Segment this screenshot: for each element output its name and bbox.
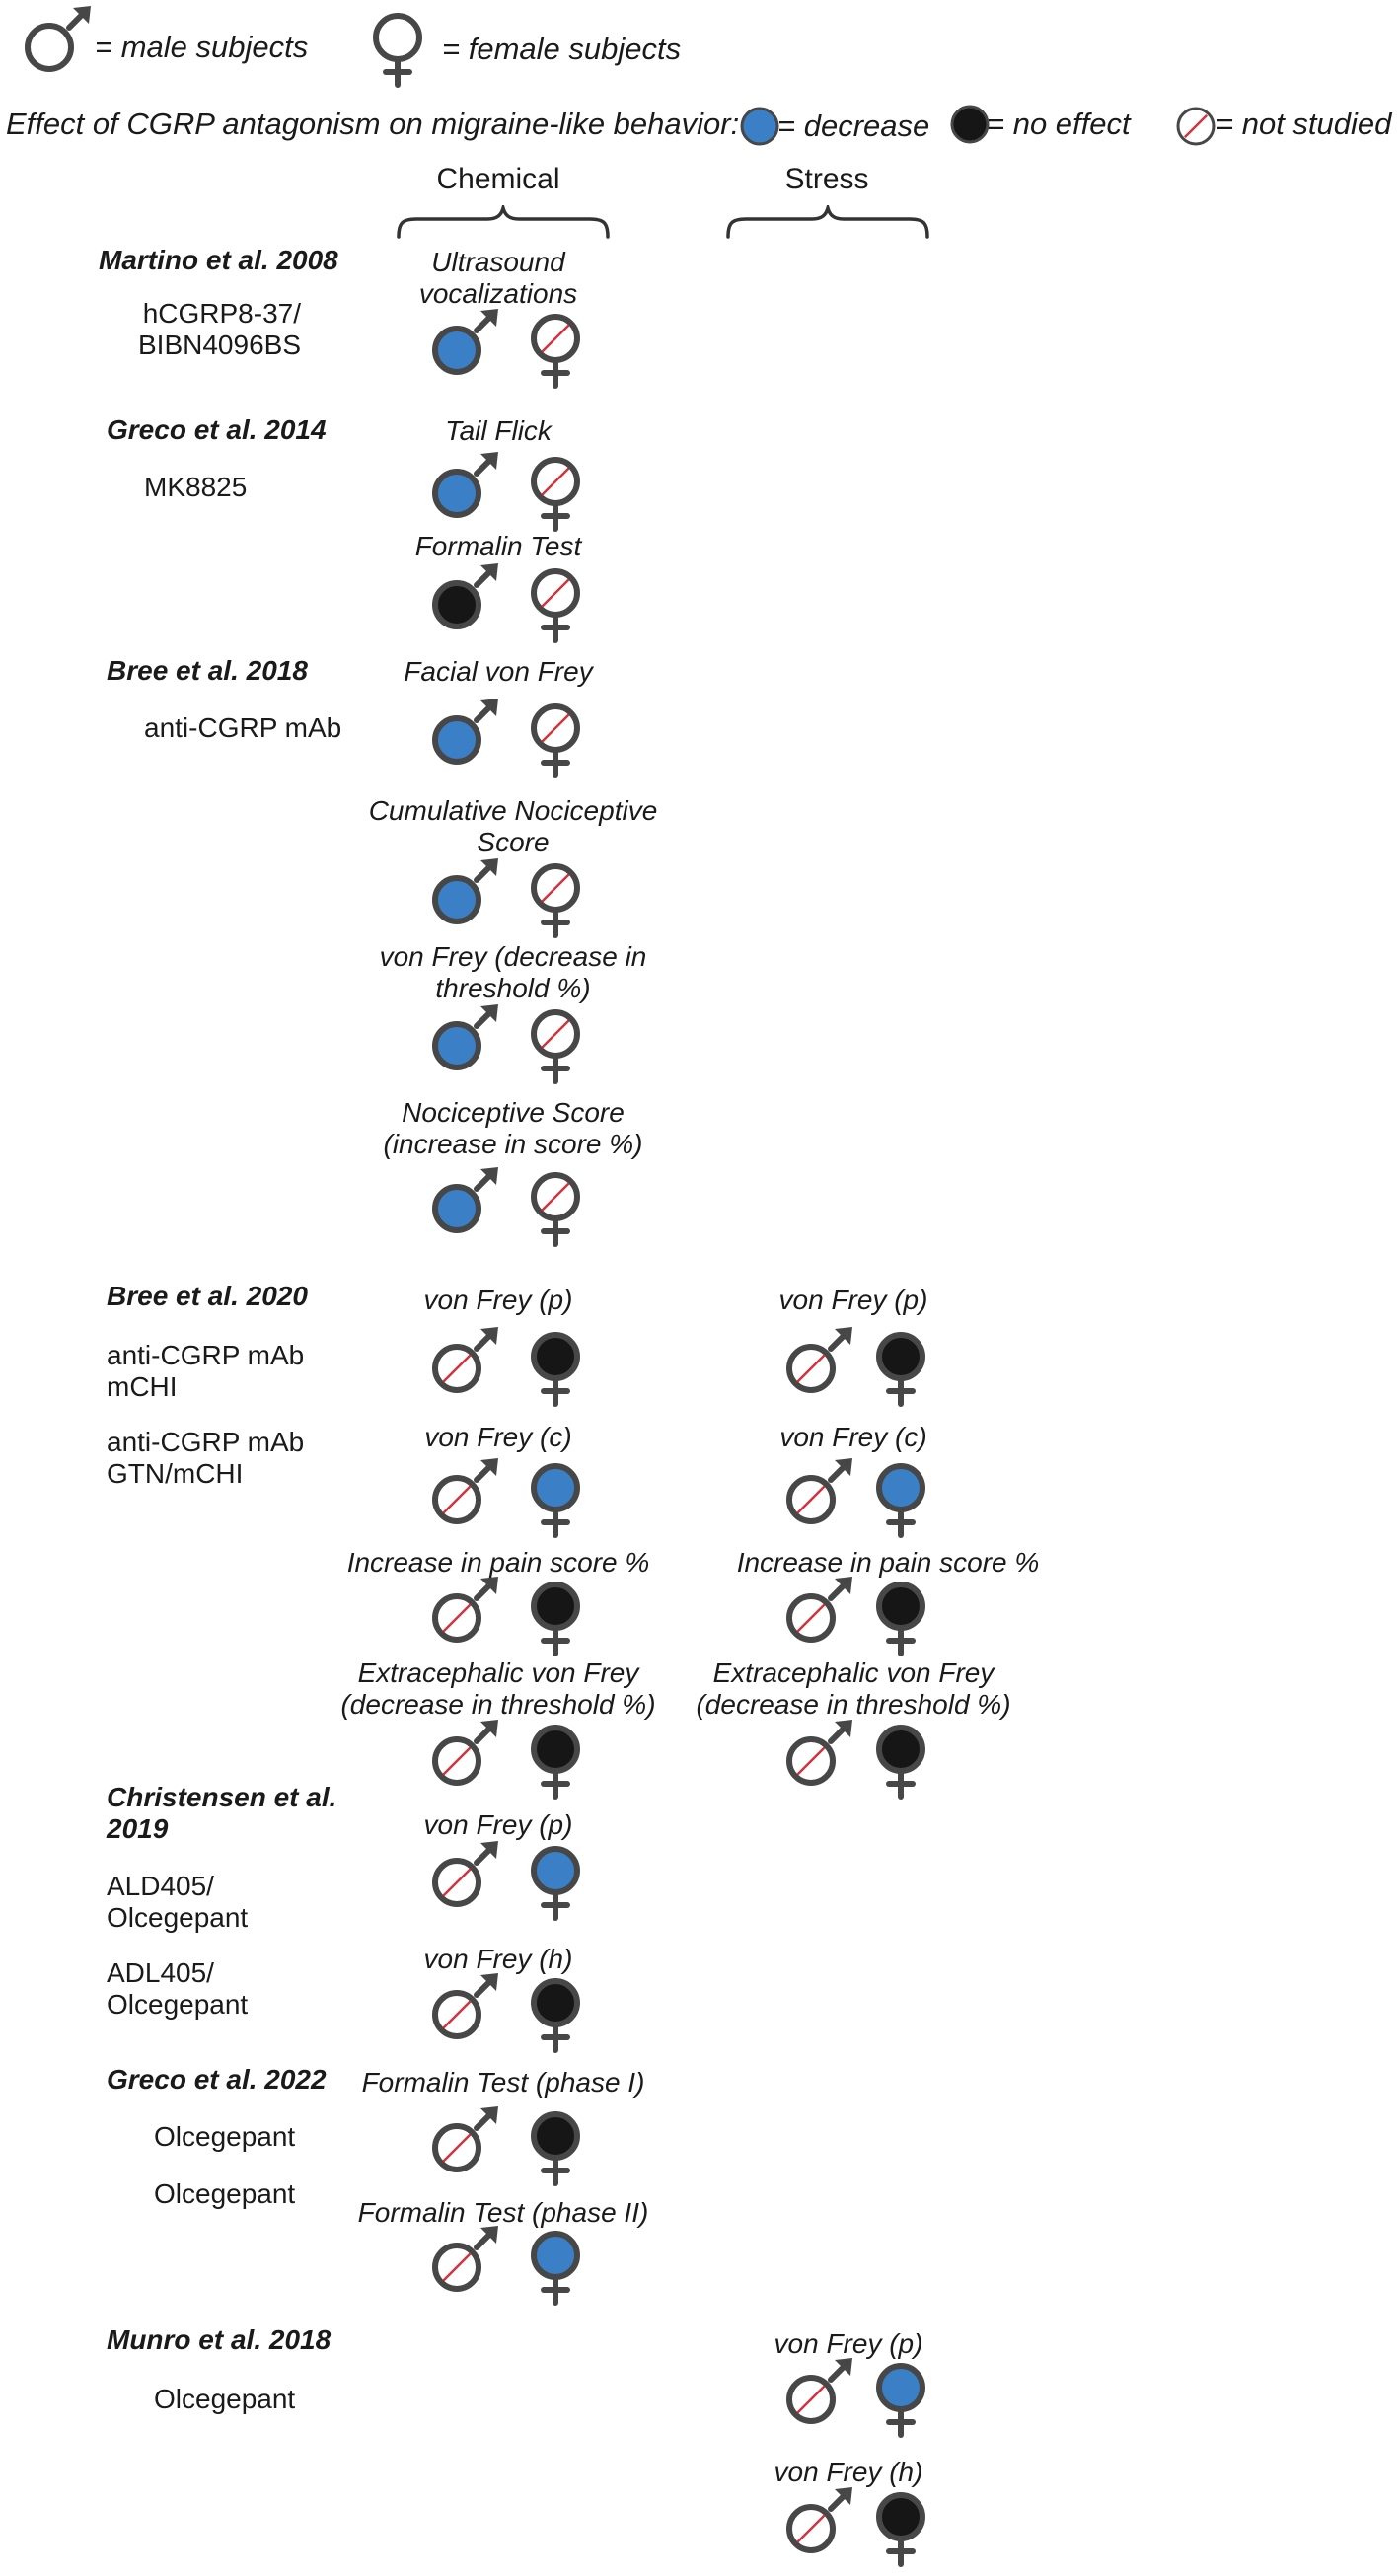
female-symbol [531, 314, 580, 389]
female-symbol [876, 1582, 925, 1656]
decrease-legend-label: = decrease [777, 109, 930, 143]
female-symbol [531, 1725, 580, 1800]
male-symbol [432, 1167, 498, 1233]
female-symbol [876, 1332, 925, 1407]
test-label: von Frey (p) [423, 1285, 573, 1315]
test-label: Extracephalic von Frey (decrease in thre… [340, 1657, 656, 1720]
study-title: Greco et al. 2014 [107, 414, 327, 445]
female-symbol [531, 457, 580, 532]
study-title: Bree et al. 2020 [107, 1281, 308, 1311]
drug-label: hCGRP8-37/ BIBN4096BS [138, 298, 301, 360]
test-label: Extracephalic von Frey (decrease in thre… [696, 1657, 1011, 1720]
male-symbol [432, 699, 498, 765]
test-label: von Frey (p) [778, 1285, 928, 1315]
test-label: von Frey (p) [423, 1809, 573, 1840]
test-label: von Frey (h) [774, 2457, 923, 2487]
female-symbol [531, 1009, 580, 1084]
male-symbol [432, 1577, 498, 1643]
test-label: Facial von Frey [404, 656, 593, 687]
female-symbol [531, 2231, 580, 2306]
test-label: von Frey (p) [774, 2328, 923, 2359]
female-symbol [531, 2111, 580, 2186]
study-title: Bree et al. 2018 [107, 655, 308, 686]
no-effect-dot-icon [950, 105, 990, 144]
drug-label: anti-CGRP mAb mCHI [107, 1340, 305, 1402]
test-label: Tail Flick [445, 415, 552, 446]
no-effect-legend-label: = no effect [987, 107, 1131, 141]
female-symbol [531, 1846, 580, 1921]
test-label: Formalin Test [414, 531, 582, 561]
female-symbol [531, 1172, 580, 1247]
male-symbol [432, 1004, 498, 1070]
test-label: Cumulative Nociceptive Score [368, 795, 658, 857]
female-symbol [531, 568, 580, 643]
female-symbol [531, 1332, 580, 1407]
female-symbol [531, 863, 580, 938]
male-symbol [786, 2487, 852, 2553]
male-symbol [432, 563, 498, 629]
male-symbol [432, 2226, 498, 2292]
study-title: Greco et al. 2022 [107, 2064, 327, 2095]
test-label: Increase in pain score % [346, 1547, 650, 1578]
drug-label: anti-CGRP mAb GTN/mCHI [107, 1427, 305, 1489]
female-legend-label: = female subjects [442, 32, 682, 66]
male-symbol [432, 1720, 498, 1786]
male-symbol [786, 1327, 852, 1393]
test-label: Ultrasound vocalizations [418, 247, 578, 309]
female-symbol [531, 1978, 580, 2053]
not-studied-legend-label: = not studied [1216, 107, 1392, 141]
drug-label: Olcegepant [154, 2121, 296, 2152]
test-label: Increase in pain score % [736, 1547, 1040, 1578]
drug-label: anti-CGRP mAb [144, 712, 342, 743]
male-legend-label: = male subjects [95, 30, 309, 64]
male-symbol [432, 858, 498, 924]
test-label: von Frey (h) [423, 1944, 573, 1974]
male-symbol [432, 1327, 498, 1393]
drug-label: Olcegepant [154, 2384, 296, 2414]
drug-label: ADL405/ Olcegepant [107, 1957, 249, 2020]
test-label: Nociceptive Score (increase in score %) [383, 1097, 643, 1159]
chemical-brace [397, 205, 610, 239]
test-label: von Frey (c) [424, 1422, 572, 1452]
female-symbol [876, 1725, 925, 1800]
female-symbol [876, 2492, 925, 2567]
female-icon [373, 13, 422, 88]
test-label: Formalin Test (phase I) [361, 2067, 645, 2098]
female-symbol [531, 703, 580, 778]
chemical-column-header: Chemical [436, 163, 560, 195]
not-studied-dot-icon [1176, 107, 1216, 146]
male-symbol [432, 309, 498, 375]
male-symbol [786, 1577, 852, 1643]
study-title: Munro et al. 2018 [107, 2324, 332, 2355]
female-symbol [876, 1463, 925, 1538]
male-symbol [432, 1973, 498, 2039]
female-symbol [876, 2363, 925, 2438]
study-title: Martino et al. 2008 [99, 245, 338, 275]
stress-brace [726, 205, 929, 239]
drug-label: Olcegepant [154, 2178, 296, 2209]
effect-legend-title: Effect of CGRP antagonism on migraine-li… [6, 107, 740, 141]
male-symbol [786, 1720, 852, 1786]
stress-column-header: Stress [784, 163, 869, 195]
test-label: von Frey (c) [779, 1422, 927, 1452]
decrease-dot-icon [740, 107, 779, 146]
male-symbol [432, 1841, 498, 1907]
study-title: Christensen et al. 2019 [107, 1782, 337, 1844]
drug-label: ALD405/ Olcegepant [107, 1871, 249, 1933]
male-symbol [786, 1458, 852, 1524]
male-icon [25, 6, 91, 72]
male-symbol [432, 2106, 498, 2172]
test-label: von Frey (decrease in threshold %) [379, 941, 647, 1003]
male-symbol [432, 1458, 498, 1524]
test-label: Formalin Test (phase II) [357, 2197, 649, 2228]
male-symbol [786, 2358, 852, 2424]
drug-label: MK8825 [144, 472, 248, 502]
female-symbol [531, 1582, 580, 1656]
female-symbol [531, 1463, 580, 1538]
male-symbol [432, 452, 498, 518]
